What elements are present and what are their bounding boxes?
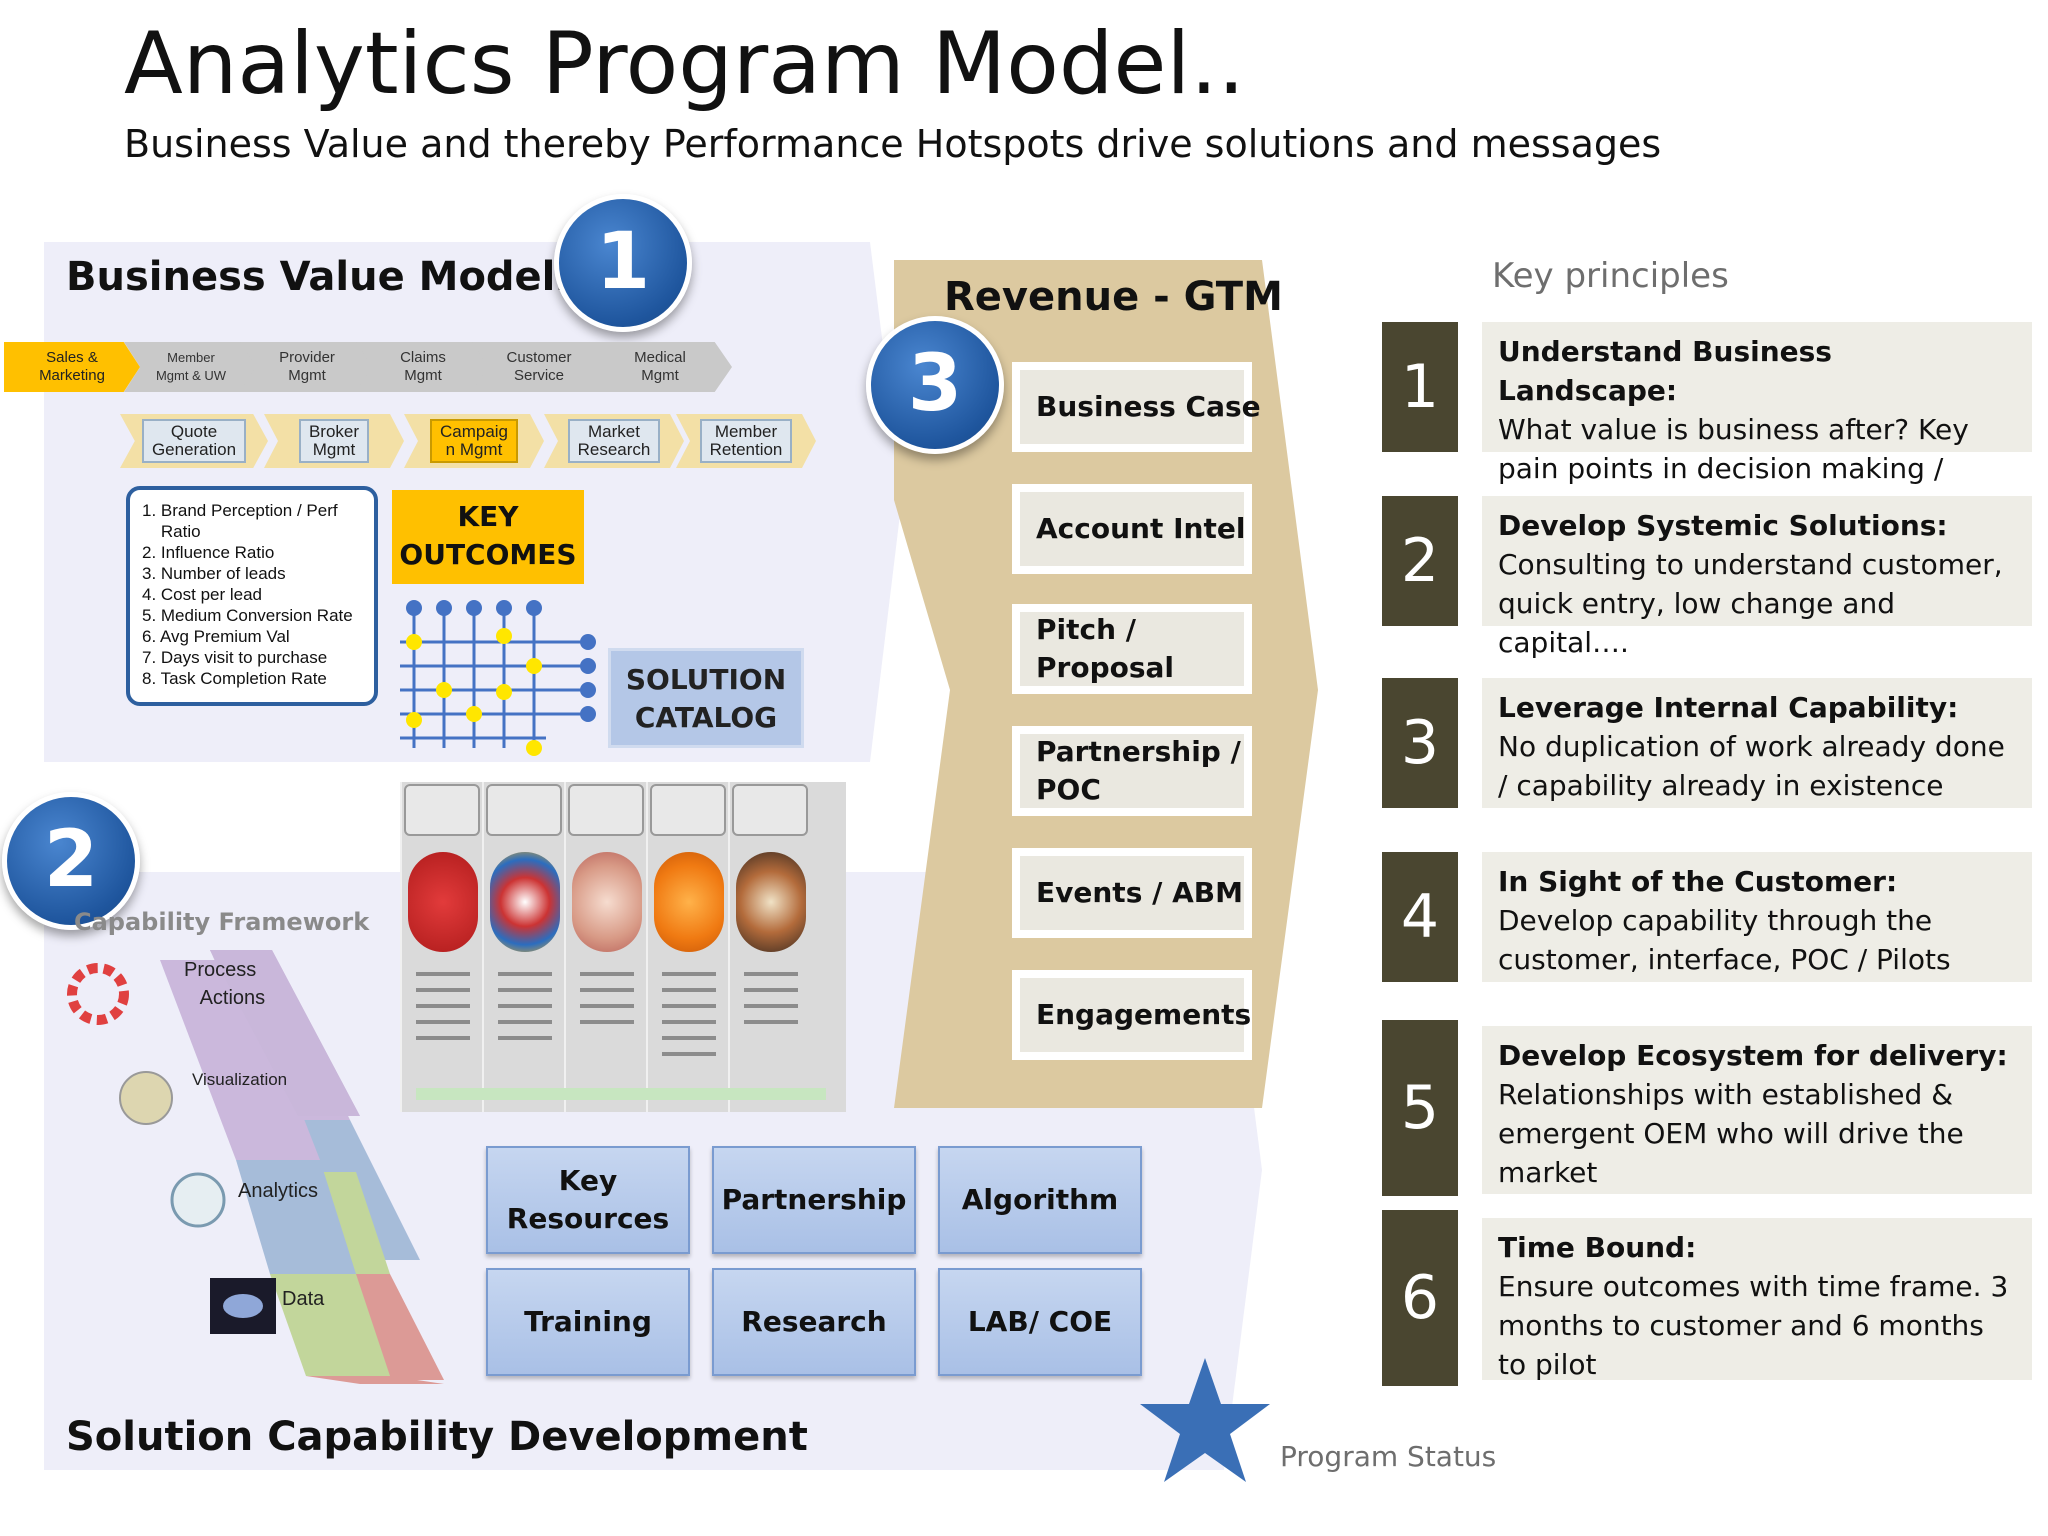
chevron-label: Quote Generation <box>142 419 246 463</box>
principle-number: 3 <box>1382 678 1458 808</box>
capability-framework-label: Capability Framework <box>74 908 369 936</box>
principle-number: 5 <box>1382 1020 1458 1196</box>
gtm-partnership-poc: Partnership / POC <box>1012 726 1252 816</box>
solution-column <box>482 782 564 1112</box>
capability-algorithm: Algorithm <box>938 1146 1142 1254</box>
capability-lab-coe: LAB/ COE <box>938 1268 1142 1376</box>
principle-body: Develop capability through the customer,… <box>1498 901 2016 979</box>
principle-heading: Develop Ecosystem for delivery: <box>1498 1036 2016 1075</box>
principle-card: Understand Business Landscape:What value… <box>1482 322 2032 452</box>
chevron-broker-mgmt: Broker Mgmt <box>264 414 404 468</box>
chevron-market-research: Market Research <box>544 414 684 468</box>
gtm-account-intel: Account Intel <box>1012 484 1252 574</box>
solution-column <box>728 782 846 1112</box>
gtm-events-abm: Events / ABM <box>1012 848 1252 938</box>
principle-card: In Sight of the Customer:Develop capabil… <box>1482 852 2032 982</box>
value-chain-row: Sales & Marketing Member Mgmt & UW Provi… <box>4 342 732 392</box>
solution-photo-strip <box>400 782 844 1112</box>
program-status-star-icon <box>1136 1354 1274 1486</box>
principle-card: Develop Systemic Solutions:Consulting to… <box>1482 496 2032 626</box>
principle-heading: In Sight of the Customer: <box>1498 862 2016 901</box>
key-outcomes-box: KEY OUTCOMES <box>392 490 584 584</box>
gtm-pitch-proposal: Pitch / Proposal <box>1012 604 1252 694</box>
chevron-provider-mgmt: Provider Mgmt <box>240 342 374 392</box>
outcome-grid-graphic <box>396 598 606 758</box>
kpi-item: Ratio <box>142 521 366 542</box>
principle-card: Develop Ecosystem for delivery:Relations… <box>1482 1026 2032 1194</box>
kpi-item: 7. Days visit to purchase <box>142 647 366 668</box>
capability-framework-stairs <box>60 950 460 1390</box>
capability-research: Research <box>712 1268 916 1376</box>
principle-card: Leverage Internal Capability:No duplicat… <box>1482 678 2032 808</box>
principle-body: Relationships with established & emergen… <box>1498 1075 2016 1192</box>
principle-body: Ensure outcomes with time frame. 3 month… <box>1498 1267 2016 1384</box>
chevron-label: Market Research <box>568 419 661 463</box>
chevron-label: Broker Mgmt <box>299 419 369 463</box>
strip-arrow-bar <box>416 1088 826 1100</box>
capability-key-resources: Key Resources <box>486 1146 690 1254</box>
chevron-campaign-mgmt: Campaig n Mgmt <box>404 414 544 468</box>
principle-heading: Time Bound: <box>1498 1228 2016 1267</box>
chevron-member-retention: Member Retention <box>676 414 816 468</box>
principle-heading: Develop Systemic Solutions: <box>1498 506 2016 545</box>
kpi-item: 1. Brand Perception / Perf <box>142 500 366 521</box>
principle-body: No duplication of work already done / ca… <box>1498 727 2016 805</box>
chevron-label: Member Retention <box>700 419 793 463</box>
solution-column <box>564 782 646 1112</box>
kpi-item: 6. Avg Premium Val <box>142 626 366 647</box>
capability-partnership: Partnership <box>712 1146 916 1254</box>
chevron-customer-service: Customer Service <box>472 342 606 392</box>
kpi-item: 2. Influence Ratio <box>142 542 366 563</box>
kpi-item: 3. Number of leads <box>142 563 366 584</box>
principle-number: 4 <box>1382 852 1458 982</box>
step-badge-3: 3 <box>866 316 1004 454</box>
kpi-list: 1. Brand Perception / Perf Ratio 2. Infl… <box>126 486 378 706</box>
capability-training: Training <box>486 1268 690 1376</box>
framework-item-visualization: Visualization <box>192 1070 287 1090</box>
chevron-claims-mgmt: Claims Mgmt <box>356 342 490 392</box>
principle-heading: Leverage Internal Capability: <box>1498 688 2016 727</box>
chevron-quote-generation: Quote Generation <box>120 414 268 468</box>
framework-item-process: Process Actions <box>184 956 265 1012</box>
kpi-item: 5. Medium Conversion Rate <box>142 605 366 626</box>
chevron-member-mgmt: Member Mgmt & UW <box>124 342 258 392</box>
framework-item-analytics: Analytics <box>238 1180 318 1203</box>
kpi-item: 8. Task Completion Rate <box>142 668 366 689</box>
key-principles-label: Key principles <box>1492 256 1729 296</box>
solution-catalog-box: SOLUTION CATALOG <box>608 648 804 748</box>
chevron-sales-marketing: Sales & Marketing <box>4 342 140 392</box>
principle-card: Time Bound:Ensure outcomes with time fra… <box>1482 1218 2032 1380</box>
gtm-engagements: Engagements <box>1012 970 1252 1060</box>
section-title-solution-capability: Solution Capability Development <box>66 1414 808 1460</box>
gtm-business-case: Business Case <box>1012 362 1252 452</box>
section-title-revenue-gtm: Revenue - GTM <box>944 274 1283 320</box>
kpi-item: 4. Cost per lead <box>142 584 366 605</box>
principle-body: Consulting to understand customer, quick… <box>1498 545 2016 662</box>
chevron-medical-mgmt: Medical Mgmt <box>588 342 732 392</box>
chevron-label: Campaig n Mgmt <box>430 419 518 463</box>
step-badge-1: 1 <box>554 194 692 332</box>
principle-number: 6 <box>1382 1210 1458 1386</box>
program-status-label: Program Status <box>1280 1440 1496 1473</box>
principle-number: 1 <box>1382 322 1458 452</box>
principle-heading: Understand Business Landscape: <box>1498 332 2016 410</box>
solution-column <box>646 782 728 1112</box>
principle-number: 2 <box>1382 496 1458 626</box>
framework-item-data: Data <box>282 1288 324 1311</box>
